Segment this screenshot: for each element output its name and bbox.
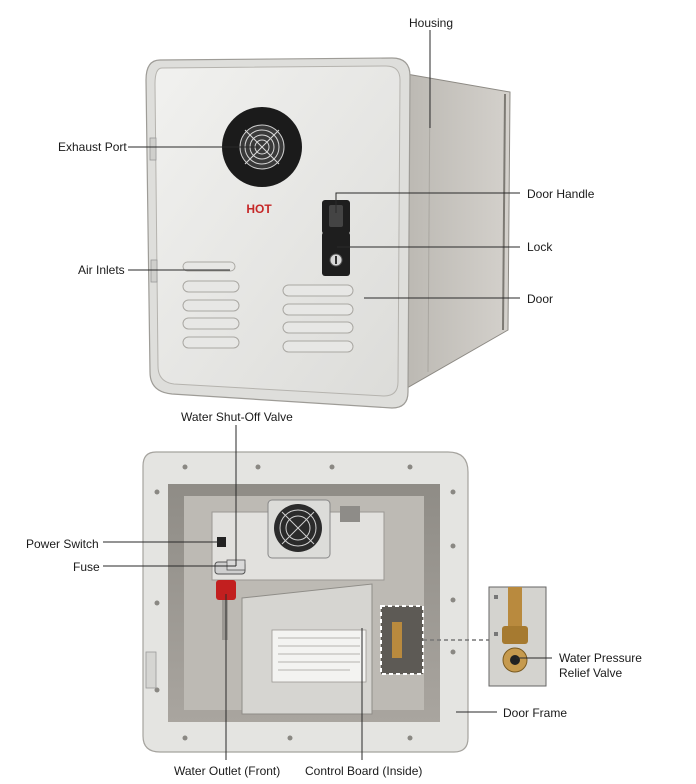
- top-leader-lines: [128, 30, 520, 299]
- label-door-frame: Door Frame: [503, 706, 568, 720]
- label-relief-valve-line2: Relief Valve: [559, 666, 623, 680]
- label-housing: Housing: [409, 16, 454, 30]
- exhaust-port: [222, 107, 302, 187]
- label-door-handle: Door Handle: [527, 187, 595, 201]
- label-fuse: Fuse: [73, 560, 100, 574]
- air-inlet-louvers: [182, 261, 354, 353]
- bottom-leader-lines: [103, 425, 552, 760]
- label-water-outlet-front: Water Outlet (Front): [174, 764, 281, 778]
- top-water-heater: HOT: [128, 30, 520, 409]
- label-lock: Lock: [527, 240, 553, 254]
- label-exhaust-port: Exhaust Port: [58, 140, 127, 154]
- water-outlet-valve: [216, 580, 236, 640]
- relief-valve-inset: [488, 586, 547, 687]
- label-water-shutoff-valve: Water Shut-Off Valve: [181, 410, 293, 424]
- lock: [322, 232, 350, 276]
- label-door: Door: [527, 292, 554, 306]
- label-air-inlets: Air Inlets: [78, 263, 125, 277]
- label-relief-valve-line1: Water Pressure: [559, 651, 642, 665]
- label-power-switch: Power Switch: [26, 537, 99, 551]
- door-handle: [322, 200, 350, 234]
- control-board-box: [241, 583, 373, 715]
- fan: [267, 499, 360, 559]
- hot-badge: HOT: [246, 202, 272, 216]
- label-control-board-inside: Control Board (Inside): [305, 764, 423, 778]
- power-switch: [217, 537, 226, 547]
- bottom-water-heater: [103, 425, 552, 760]
- housing-side: [394, 71, 511, 393]
